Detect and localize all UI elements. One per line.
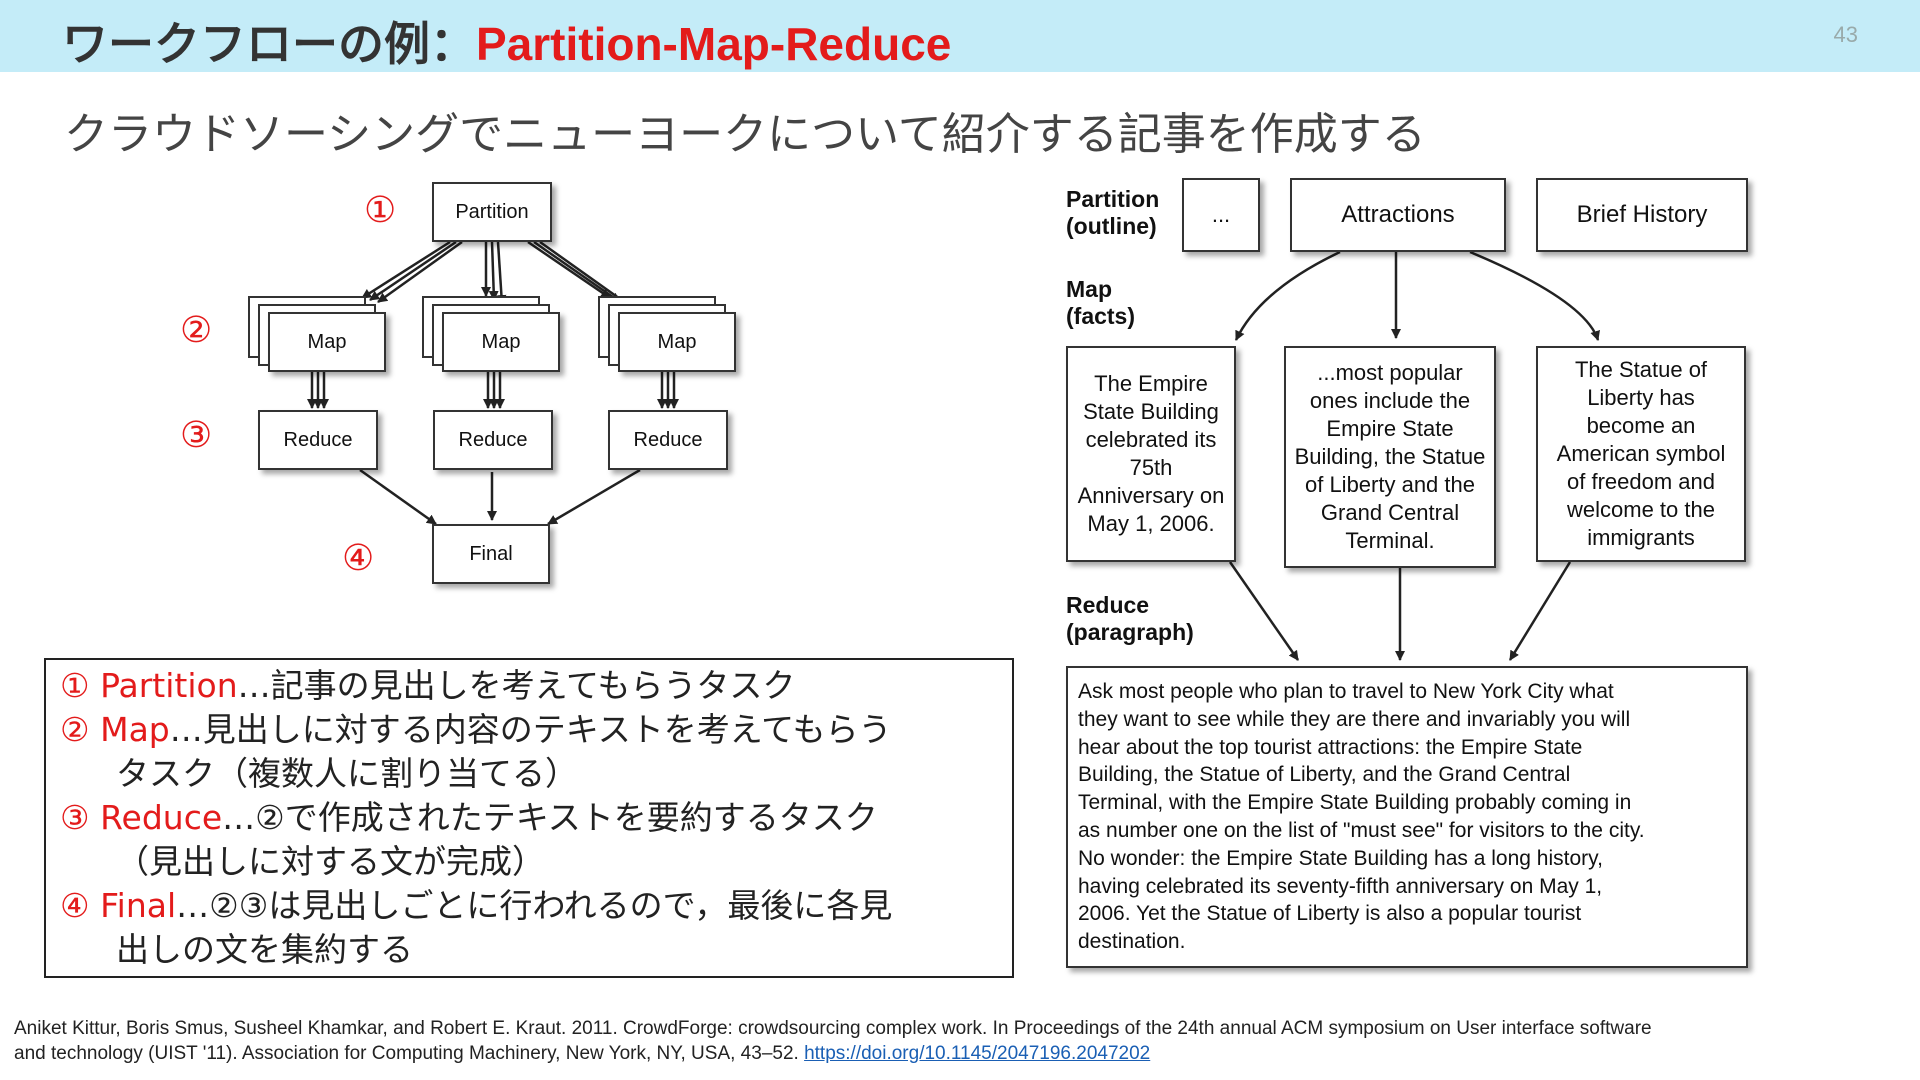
paragraph-line: 2006. Yet the Statue of Liberty is also … (1078, 902, 1582, 926)
paragraph-line: they want to see while they are there an… (1078, 707, 1631, 731)
marker-3: ③ (180, 415, 213, 456)
marker-4: ④ (342, 538, 375, 579)
paragraph-line: as number one on the list of "must see" … (1078, 818, 1645, 842)
slide-title: ワークフローの例：Partition-Map-Reduce (62, 8, 951, 74)
header-bar: ワークフローの例：Partition-Map-Reduce 43 (0, 0, 1920, 72)
arrow-partition-map3 (527, 240, 611, 300)
outline-box-ellipsis: ... (1182, 178, 1260, 252)
paragraph-line: Ask most people who plan to travel to Ne… (1078, 680, 1614, 703)
legend-box: ① Partition…記事の見出しを考えてもらうタスク ② Map…見出しに対… (44, 658, 1014, 978)
map-facts-label: Map (facts) (1066, 276, 1136, 329)
fact-box-1: The Empire State Building celebrated its… (1066, 346, 1236, 562)
paragraph-line: destination. (1078, 930, 1186, 954)
legend-item-3: ③ Reduce…②で作成されたテキストを要約するタスク (60, 798, 878, 837)
marker-2: ② (180, 310, 213, 351)
fact-box-2: ...most popular ones include the Empire … (1284, 346, 1496, 568)
partition-outline-label: Partition (outline) (1066, 186, 1160, 239)
legend-item-3-cont: （見出しに対する文が完成） (116, 842, 545, 881)
marker-1: ① (364, 190, 397, 231)
paragraph-line: having celebrated its seventy-fifth anni… (1078, 874, 1603, 898)
paragraph-line: hear about the top tourist attractions: … (1078, 735, 1583, 759)
citation: Aniket Kittur, Boris Smus, Susheel Khamk… (14, 1016, 1652, 1066)
paragraph-line: Terminal, with the Empire State Building… (1078, 791, 1632, 815)
legend-item-4: ④ Final…②③は見出しごとに行われるので，最後に各見 (60, 886, 893, 925)
reduce-paragraph-label: Reduce (paragraph) (1066, 592, 1194, 645)
map-node-1: Map (268, 312, 386, 372)
outline-box-attractions: Attractions (1290, 178, 1506, 252)
reduce-node-3: Reduce (608, 410, 728, 470)
citation-line-2: and technology (UIST '11). Association f… (14, 1043, 805, 1064)
paragraph-box: Ask most people who plan to travel to Ne… (1066, 666, 1748, 968)
final-node: Final (432, 524, 550, 584)
fact-box-3: The Statue of Liberty has become an Amer… (1536, 346, 1746, 562)
paragraph-line: No wonder: the Empire State Building has… (1078, 846, 1603, 870)
legend-item-2-cont: タスク（複数人に割り当てる） (116, 754, 578, 793)
slide-subtitle: クラウドソーシングでニューヨークについて紹介する記事を作成する (64, 109, 1426, 160)
doi-link[interactable]: https://doi.org/10.1145/2047196.2047202 (804, 1043, 1151, 1064)
arrow-partition-map1 (361, 240, 451, 300)
legend-item-4-cont: 出しの文を集約する (116, 930, 413, 969)
arrow-outline-fact1 (1234, 250, 1341, 341)
arrow-fact-paragraph (1228, 561, 1300, 661)
map-node-2: Map (442, 312, 560, 372)
paragraph-line: Building, the Statue of Liberty, and the… (1078, 763, 1571, 787)
title-lead: ワークフローの例： (62, 17, 476, 71)
title-accent: Partition-Map-Reduce (476, 18, 952, 70)
reduce-node-2: Reduce (433, 410, 553, 470)
reduce-node-1: Reduce (258, 410, 378, 470)
citation-line-1: Aniket Kittur, Boris Smus, Susheel Khamk… (14, 1018, 1652, 1039)
arrow-reduce-final (359, 468, 437, 526)
outline-box-brief-history: Brief History (1536, 178, 1748, 252)
legend-item-2: ② Map…見出しに対する内容のテキストを考えてもらう (60, 710, 892, 749)
page-number: 43 (1833, 22, 1858, 47)
partition-node: Partition (432, 182, 552, 242)
map-node-3: Map (618, 312, 736, 372)
legend-item-1: ① Partition…記事の見出しを考えてもらうタスク (60, 666, 796, 705)
